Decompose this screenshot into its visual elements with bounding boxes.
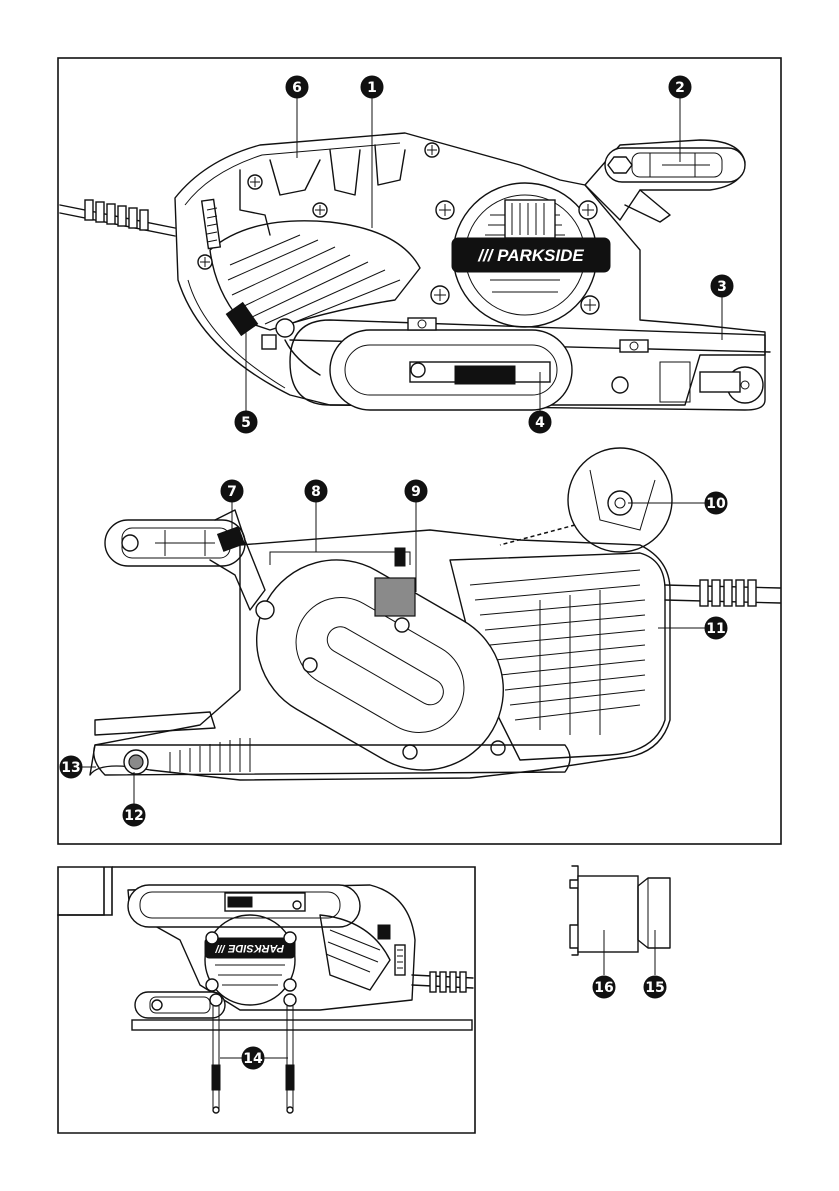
callout-6: 6 [286, 76, 308, 158]
callout-15: 15 [644, 976, 666, 998]
dust-adapter-parts [570, 866, 670, 975]
adapter-part-15 [638, 878, 670, 948]
svg-text:4: 4 [535, 415, 545, 431]
belt-cover [227, 531, 532, 800]
callout-14: 14 [220, 1047, 288, 1069]
brand-logo-mirrored: PARKSIDE /// [214, 942, 284, 954]
svg-text:3: 3 [717, 279, 727, 295]
callout-16: 16 [593, 976, 615, 998]
callout-11: 11 [658, 617, 727, 639]
svg-text:14: 14 [243, 1051, 263, 1067]
callout-12: 12 [123, 772, 145, 826]
svg-text:9: 9 [411, 484, 421, 500]
svg-text:6: 6 [292, 80, 302, 96]
front-handle [105, 510, 265, 610]
workbench [132, 1020, 472, 1030]
auxiliary-handle [585, 140, 745, 222]
callout-10: 10 [628, 492, 727, 514]
svg-text:15: 15 [645, 980, 664, 996]
svg-text:11: 11 [706, 621, 725, 637]
tension-lever [375, 578, 415, 616]
svg-text:5: 5 [241, 415, 251, 431]
sander-other-side-view [90, 448, 780, 799]
callout-9: 9 [405, 480, 427, 592]
adapter-part-16 [578, 876, 638, 952]
brand-logo: /// PARKSIDE [477, 246, 584, 265]
svg-text:10: 10 [706, 496, 726, 512]
svg-text:13: 13 [61, 760, 80, 776]
sander-side-view: /// PARKSIDE [60, 133, 770, 410]
callout-1: 1 [361, 76, 383, 228]
cord-strain-relief [85, 200, 148, 230]
svg-text:1: 1 [367, 80, 377, 96]
svg-text:7: 7 [227, 484, 237, 500]
callout-5: 5 [235, 318, 257, 433]
callout-3: 3 [711, 275, 733, 340]
svg-text:2: 2 [675, 80, 685, 96]
svg-text:16: 16 [594, 980, 613, 996]
callout-8: 8 [305, 480, 327, 552]
sander-stationary-mount-view: PARKSIDE /// [128, 885, 473, 1113]
svg-text:12: 12 [124, 808, 143, 824]
svg-text:8: 8 [311, 484, 321, 500]
